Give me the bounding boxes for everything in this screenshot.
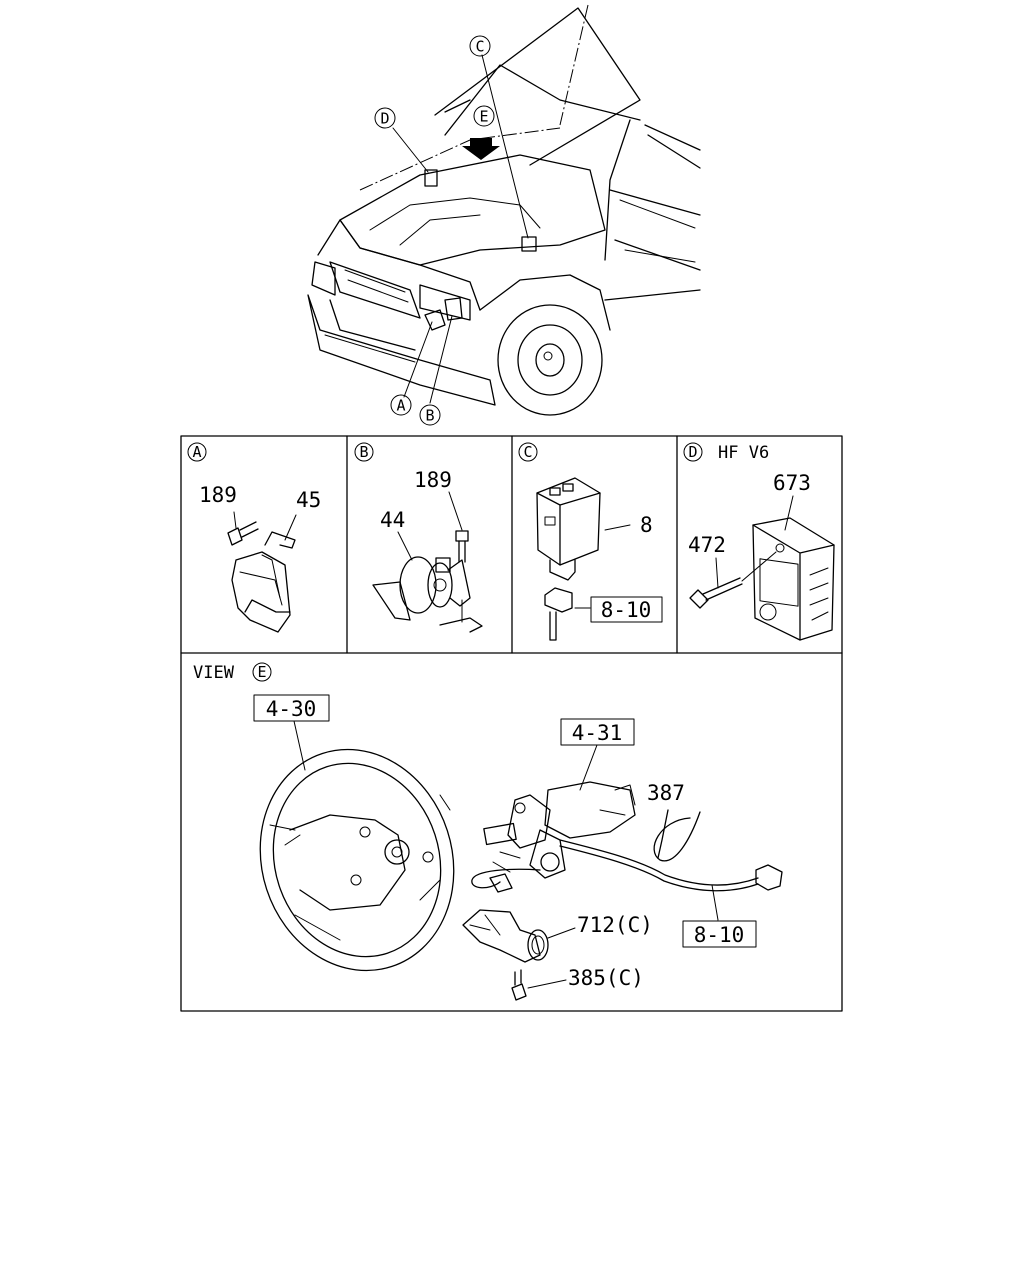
svg-text:4-31: 4-31 xyxy=(572,721,623,745)
ref-box-8-10-c: 8-10 xyxy=(590,596,663,623)
svg-text:D: D xyxy=(380,110,389,128)
svg-text:C: C xyxy=(523,443,532,461)
svg-text:VIEW: VIEW xyxy=(193,663,235,683)
cable-tie-387 xyxy=(653,809,701,862)
wire-harness xyxy=(471,839,783,893)
part-label-8: 8 xyxy=(640,513,653,537)
callout-c: C xyxy=(469,35,491,57)
part-label-673: 673 xyxy=(773,471,811,495)
bolt-189-a xyxy=(227,511,259,546)
panel-a-header: A xyxy=(187,442,207,462)
part-label-712c: 712(C) xyxy=(577,913,653,937)
svg-text:E: E xyxy=(257,663,266,681)
steering-column xyxy=(483,781,636,879)
svg-text:C: C xyxy=(475,38,484,56)
svg-text:A: A xyxy=(396,397,405,415)
callout-a: A xyxy=(390,394,412,416)
ref-box-4-31: 4-31 xyxy=(560,718,635,746)
panel-b: B 189 44 xyxy=(354,442,483,633)
svg-text:4-30: 4-30 xyxy=(266,697,317,721)
control-module xyxy=(536,477,601,581)
svg-text:B: B xyxy=(425,407,434,425)
horn-a xyxy=(231,514,297,633)
panel-d-variant: HF V6 xyxy=(718,443,769,463)
vehicle-overview xyxy=(307,4,701,416)
panel-d: D HF V6 673 472 xyxy=(683,442,835,641)
svg-text:8-10: 8-10 xyxy=(601,598,652,622)
connector-c xyxy=(544,587,573,641)
panel-b-header: B xyxy=(354,442,374,462)
part-label-385c: 385(C) xyxy=(568,966,644,990)
svg-text:8-10: 8-10 xyxy=(694,923,745,947)
part-label-189: 189 xyxy=(199,483,237,507)
view-e: VIEW E 4-30 4-31 xyxy=(193,662,783,1001)
panel-c-header: C xyxy=(518,442,538,462)
module-d xyxy=(752,517,835,641)
ref-box-8-10-e: 8-10 xyxy=(682,920,757,948)
part-label-44: 44 xyxy=(380,508,405,532)
svg-text:D: D xyxy=(688,443,697,461)
part-label-387: 387 xyxy=(647,781,685,805)
panel-c: C 8 8-10 xyxy=(518,442,663,641)
ref-box-4-30: 4-30 xyxy=(253,694,330,722)
detail-grid xyxy=(180,435,843,1012)
bolt-472 xyxy=(689,551,777,609)
callout-e: E xyxy=(473,105,495,127)
svg-text:B: B xyxy=(359,443,368,461)
svg-text:A: A xyxy=(192,443,201,461)
part-label-189: 189 xyxy=(414,468,452,492)
svg-text:E: E xyxy=(479,108,488,126)
horn-b xyxy=(372,556,483,633)
part-label-472: 472 xyxy=(688,533,726,557)
panel-d-header: D HF V6 xyxy=(683,442,769,463)
bolt-385 xyxy=(511,969,527,1001)
bolt-189-b xyxy=(455,530,469,563)
callout-b: B xyxy=(419,404,441,426)
view-e-header: VIEW E xyxy=(193,662,272,683)
part-label-45: 45 xyxy=(296,488,321,512)
steering-wheel xyxy=(259,748,455,972)
panel-a: A 189 45 xyxy=(187,442,321,633)
lock-cylinder-712 xyxy=(462,909,549,963)
callout-d: D xyxy=(374,107,396,129)
